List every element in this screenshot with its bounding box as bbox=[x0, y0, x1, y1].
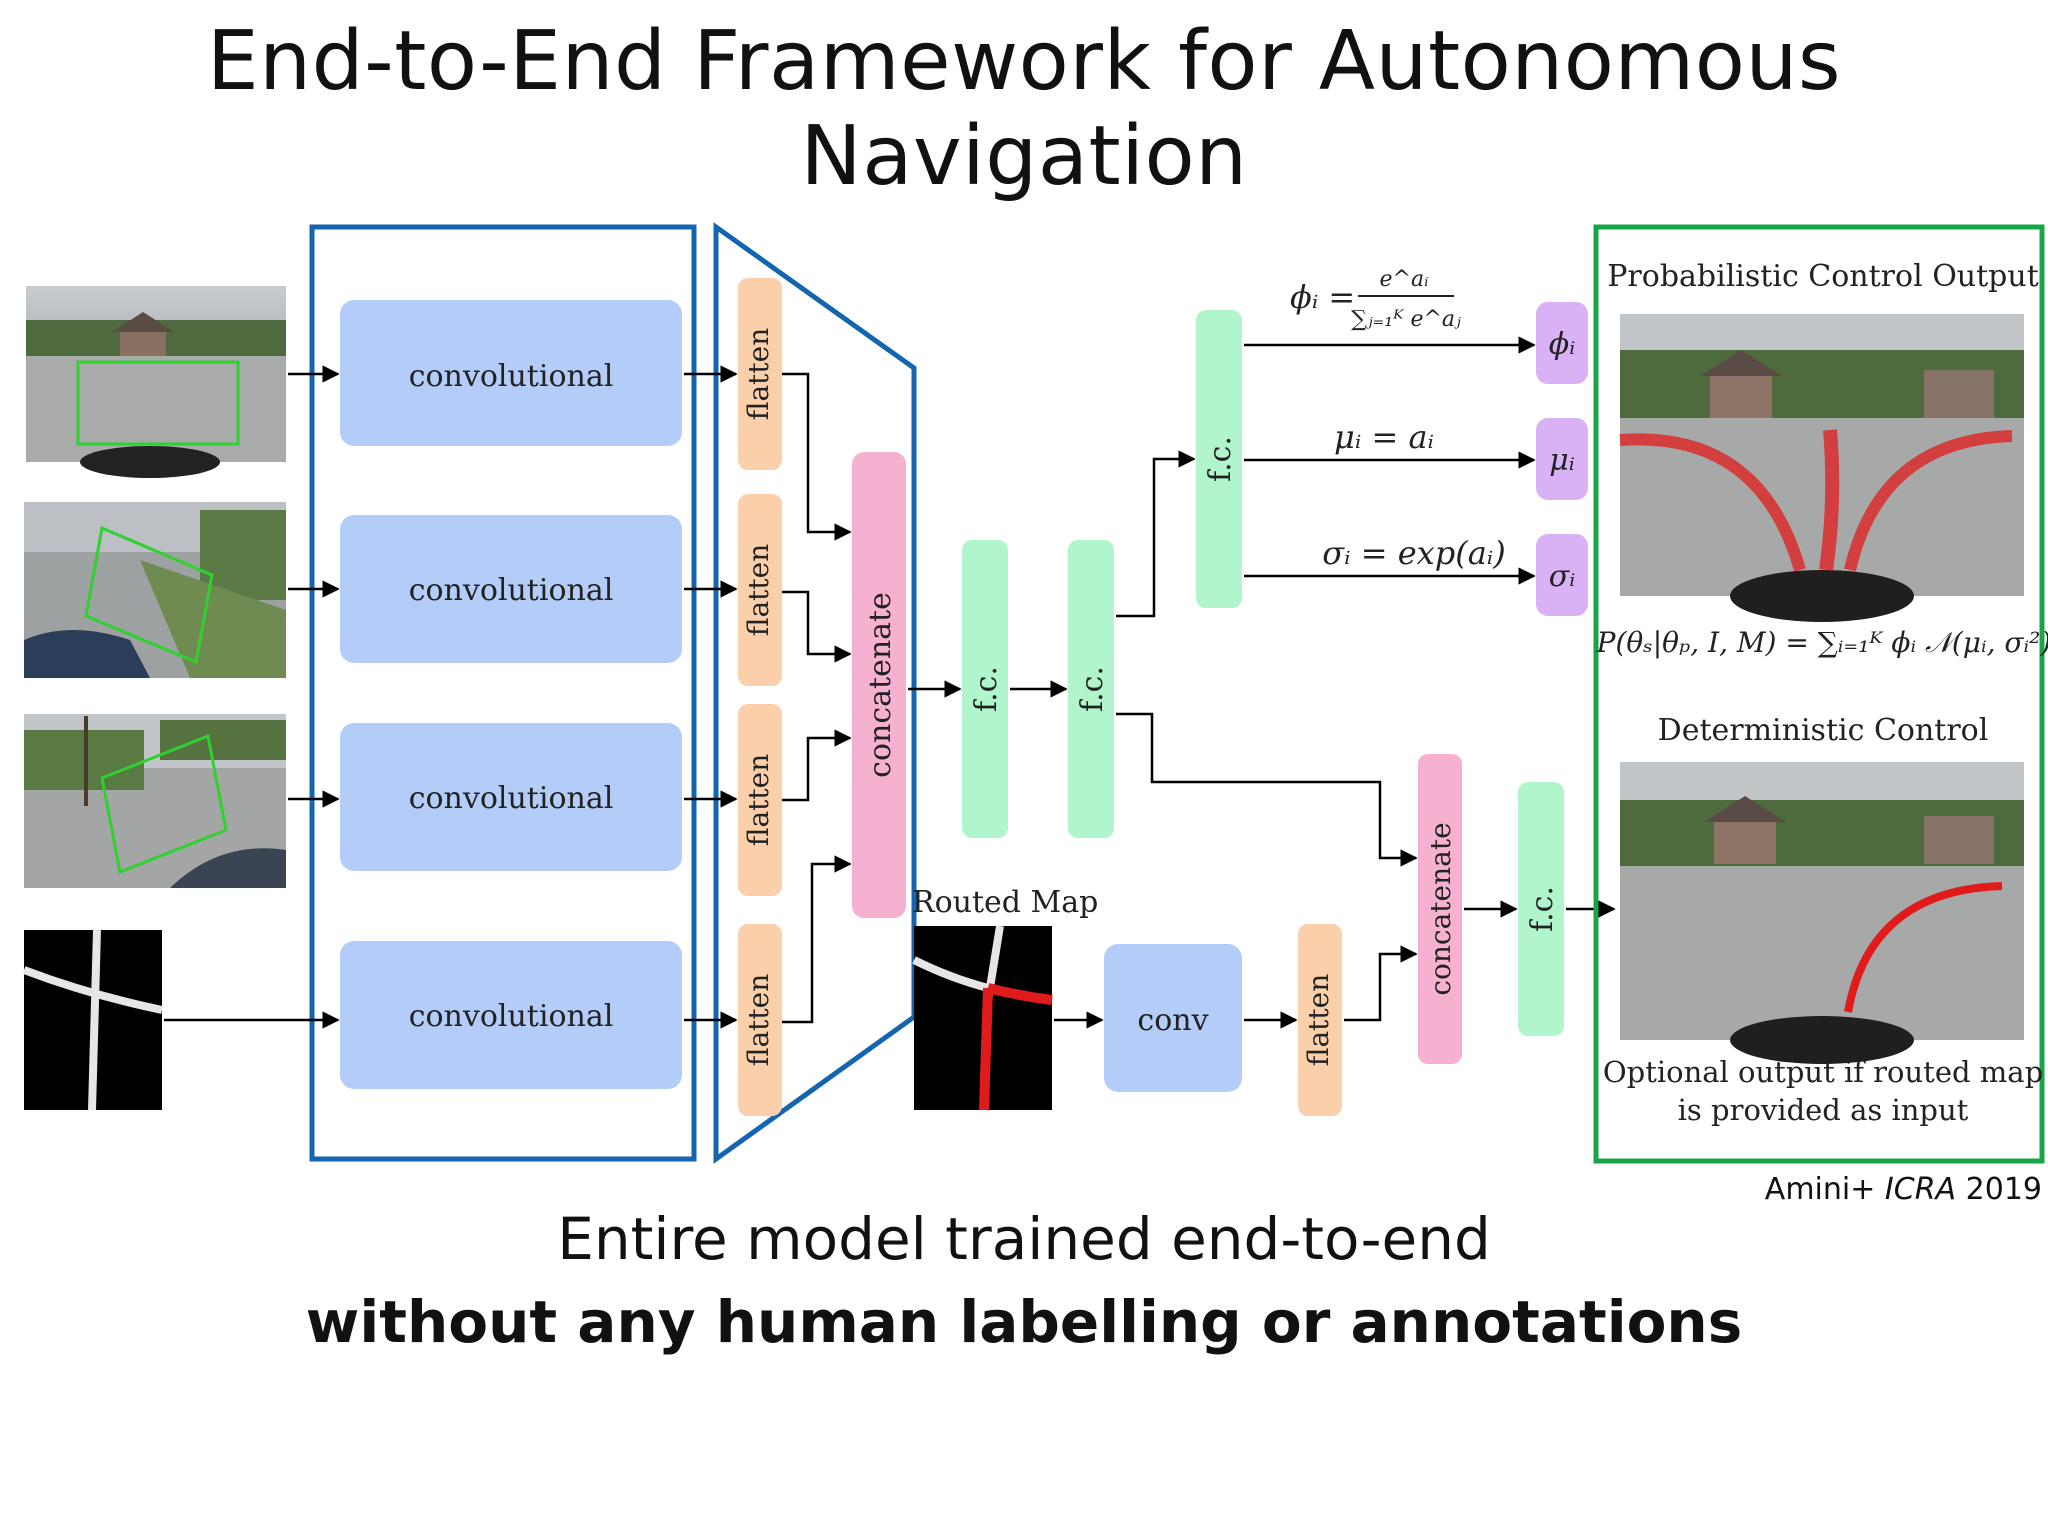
fc-block-1: f.c. bbox=[962, 540, 1008, 838]
conv-label: convolutional bbox=[409, 999, 614, 1034]
concatenate-block-2: concatenate bbox=[1418, 754, 1462, 1064]
det-output-note-2: is provided as input bbox=[1678, 1093, 1969, 1127]
det-output-note-1: Optional output if routed map bbox=[1603, 1055, 2043, 1089]
camera-image-front bbox=[26, 286, 286, 478]
flatten-block-2: flatten bbox=[738, 494, 782, 686]
citation-venue: ICRA bbox=[1884, 1172, 1957, 1207]
citation: Amini+ ICRA 2019 bbox=[1765, 1172, 2042, 1207]
prob-output-equation: P(θₛ|θₚ, I, M) = ∑ᵢ₌₁ᴷ ϕᵢ 𝒩(μᵢ, σᵢ²) bbox=[1596, 626, 2048, 659]
fc-label: f.c. bbox=[1203, 436, 1238, 482]
svg-text:∑ⱼ₌₁ᴷ e^aⱼ: ∑ⱼ₌₁ᴷ e^aⱼ bbox=[1351, 307, 1461, 332]
route-map-input bbox=[22, 929, 163, 1111]
conv-block-4: convolutional bbox=[340, 941, 682, 1089]
flatten-label: flatten bbox=[742, 544, 775, 636]
svg-text:conv: conv bbox=[1137, 1003, 1208, 1038]
conv-block-1: convolutional bbox=[340, 300, 682, 446]
flatten-label: flatten bbox=[742, 328, 775, 420]
prob-output-image bbox=[1619, 314, 2024, 622]
conv-label: convolutional bbox=[409, 573, 614, 608]
citation-author: Amini+ bbox=[1764, 1172, 1876, 1207]
slide-title: End-to-End Framework for Autonomous Navi… bbox=[206, 14, 1842, 204]
fc-block-4: f.c. bbox=[1518, 782, 1564, 1036]
camera-image-right bbox=[24, 714, 286, 888]
fc-block-3: f.c. bbox=[1196, 310, 1242, 608]
output-frame bbox=[1593, 224, 2045, 1164]
camera-image-left bbox=[24, 502, 286, 678]
svg-text:ϕᵢ =: ϕᵢ = bbox=[1290, 278, 1355, 316]
conv-block-2: convolutional bbox=[340, 515, 682, 663]
conv-small-block: conv bbox=[1104, 944, 1242, 1092]
svg-text:e^aᵢ: e^aᵢ bbox=[1380, 267, 1429, 292]
flatten-block-1: flatten bbox=[738, 278, 782, 470]
fc-label: f.c. bbox=[969, 666, 1004, 712]
flatten-label: flatten bbox=[742, 754, 775, 846]
routed-map-image bbox=[912, 925, 1053, 1111]
output-mu: μᵢ bbox=[1536, 418, 1588, 500]
conv-label: convolutional bbox=[409, 781, 614, 816]
equation-mu: μᵢ = aᵢ bbox=[1334, 418, 1434, 456]
fc-block-2: f.c. bbox=[1068, 540, 1114, 838]
flatten-block-3: flatten bbox=[738, 704, 782, 896]
output-phi: ϕᵢ bbox=[1536, 302, 1588, 384]
flatten-label: flatten bbox=[742, 974, 775, 1066]
svg-text:concatenate: concatenate bbox=[1424, 822, 1457, 995]
equation-phi: ϕᵢ = e^aᵢ ∑ⱼ₌₁ᴷ e^aⱼ bbox=[1290, 267, 1461, 332]
flatten-block-4: flatten bbox=[738, 924, 782, 1116]
det-output-image bbox=[1620, 762, 2024, 1064]
svg-text:ϕᵢ: ϕᵢ bbox=[1549, 327, 1575, 362]
output-sigma: σᵢ bbox=[1536, 534, 1588, 616]
det-output-title: Deterministic Control bbox=[1658, 713, 1989, 748]
encoder-frame bbox=[309, 224, 697, 1162]
svg-text:σᵢ: σᵢ bbox=[1549, 559, 1576, 594]
svg-text:flatten: flatten bbox=[1302, 974, 1335, 1066]
conv-block-3: convolutional bbox=[340, 723, 682, 871]
citation-year: 2019 bbox=[1965, 1172, 2042, 1207]
svg-text:f.c.: f.c. bbox=[1525, 886, 1560, 932]
concatenate-label: concatenate bbox=[863, 592, 898, 778]
caption-line-1: Entire model trained end-to-end bbox=[557, 1205, 1491, 1273]
caption-line-2: without any human labelling or annotatio… bbox=[305, 1288, 1743, 1356]
flatten-block-5: flatten bbox=[1298, 924, 1342, 1116]
svg-text:μᵢ: μᵢ bbox=[1549, 443, 1575, 478]
routed-map-label: Routed Map bbox=[912, 885, 1098, 920]
conv-label: convolutional bbox=[409, 359, 614, 394]
prob-output-title: Probabilistic Control Output bbox=[1607, 259, 2039, 294]
equation-sigma: σᵢ = exp(aᵢ) bbox=[1322, 534, 1505, 572]
fc-label: f.c. bbox=[1075, 666, 1110, 712]
concatenate-block-1: concatenate bbox=[852, 452, 906, 918]
